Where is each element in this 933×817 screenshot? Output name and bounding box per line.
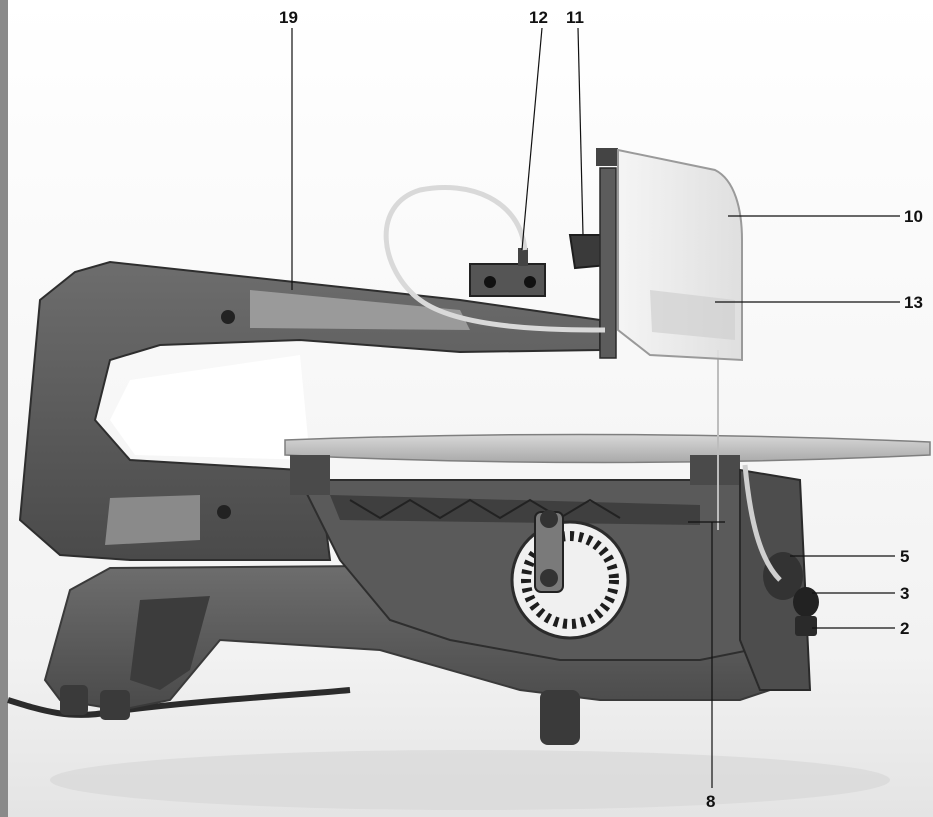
base-foot-rear-left (60, 685, 88, 715)
base-foot-front (540, 690, 580, 745)
clamp-screw-right (524, 276, 536, 288)
callout-8: 8 (706, 792, 716, 811)
callout-11: 11 (566, 8, 584, 27)
base-leg-left (130, 596, 210, 690)
on-off-switch-2[interactable] (795, 616, 817, 636)
callout-2: 2 (900, 619, 910, 638)
power-cord (7, 687, 351, 718)
air-tube-lower (742, 464, 782, 582)
callout-13: 13 (904, 293, 923, 312)
blade-clamp-head (469, 263, 546, 297)
callout-5: 5 (900, 547, 910, 566)
base-foot-rear-right (100, 690, 130, 720)
leader-11 (577, 27, 584, 236)
tilt-knob-5[interactable] (763, 552, 803, 600)
callout-19: 19 (279, 8, 298, 27)
table-bracket-left (290, 455, 330, 495)
speed-knob-3[interactable] (793, 587, 819, 617)
callout-10: 10 (904, 207, 923, 226)
callout-3: 3 (900, 584, 910, 603)
flywheel-fins (521, 531, 619, 629)
upper-arm-bezel (250, 290, 470, 330)
hold-down-foot-13 (650, 290, 735, 340)
page-margin-bar (0, 0, 8, 817)
arm-screw-lower (217, 505, 231, 519)
table-bracket-right (690, 455, 740, 485)
saw-c-frame (18, 260, 601, 561)
arm-screw-upper (221, 310, 235, 324)
guard-post-cap (596, 148, 618, 166)
crank-bolt-top (540, 510, 558, 528)
c-frame-throat (110, 355, 310, 460)
air-tube-upper (383, 185, 606, 333)
link-arm-ribs (349, 498, 621, 520)
floor-shadow (50, 750, 890, 810)
callout-12: 12 (529, 8, 548, 27)
lower-arm-bezel (105, 495, 200, 545)
saw-table (284, 433, 931, 464)
crank-bolt-bottom (540, 569, 558, 587)
clamp-screw-left (484, 276, 496, 288)
leader-12 (521, 27, 543, 251)
air-nozzle-fitting-12 (518, 248, 528, 266)
guard-post (599, 167, 617, 359)
